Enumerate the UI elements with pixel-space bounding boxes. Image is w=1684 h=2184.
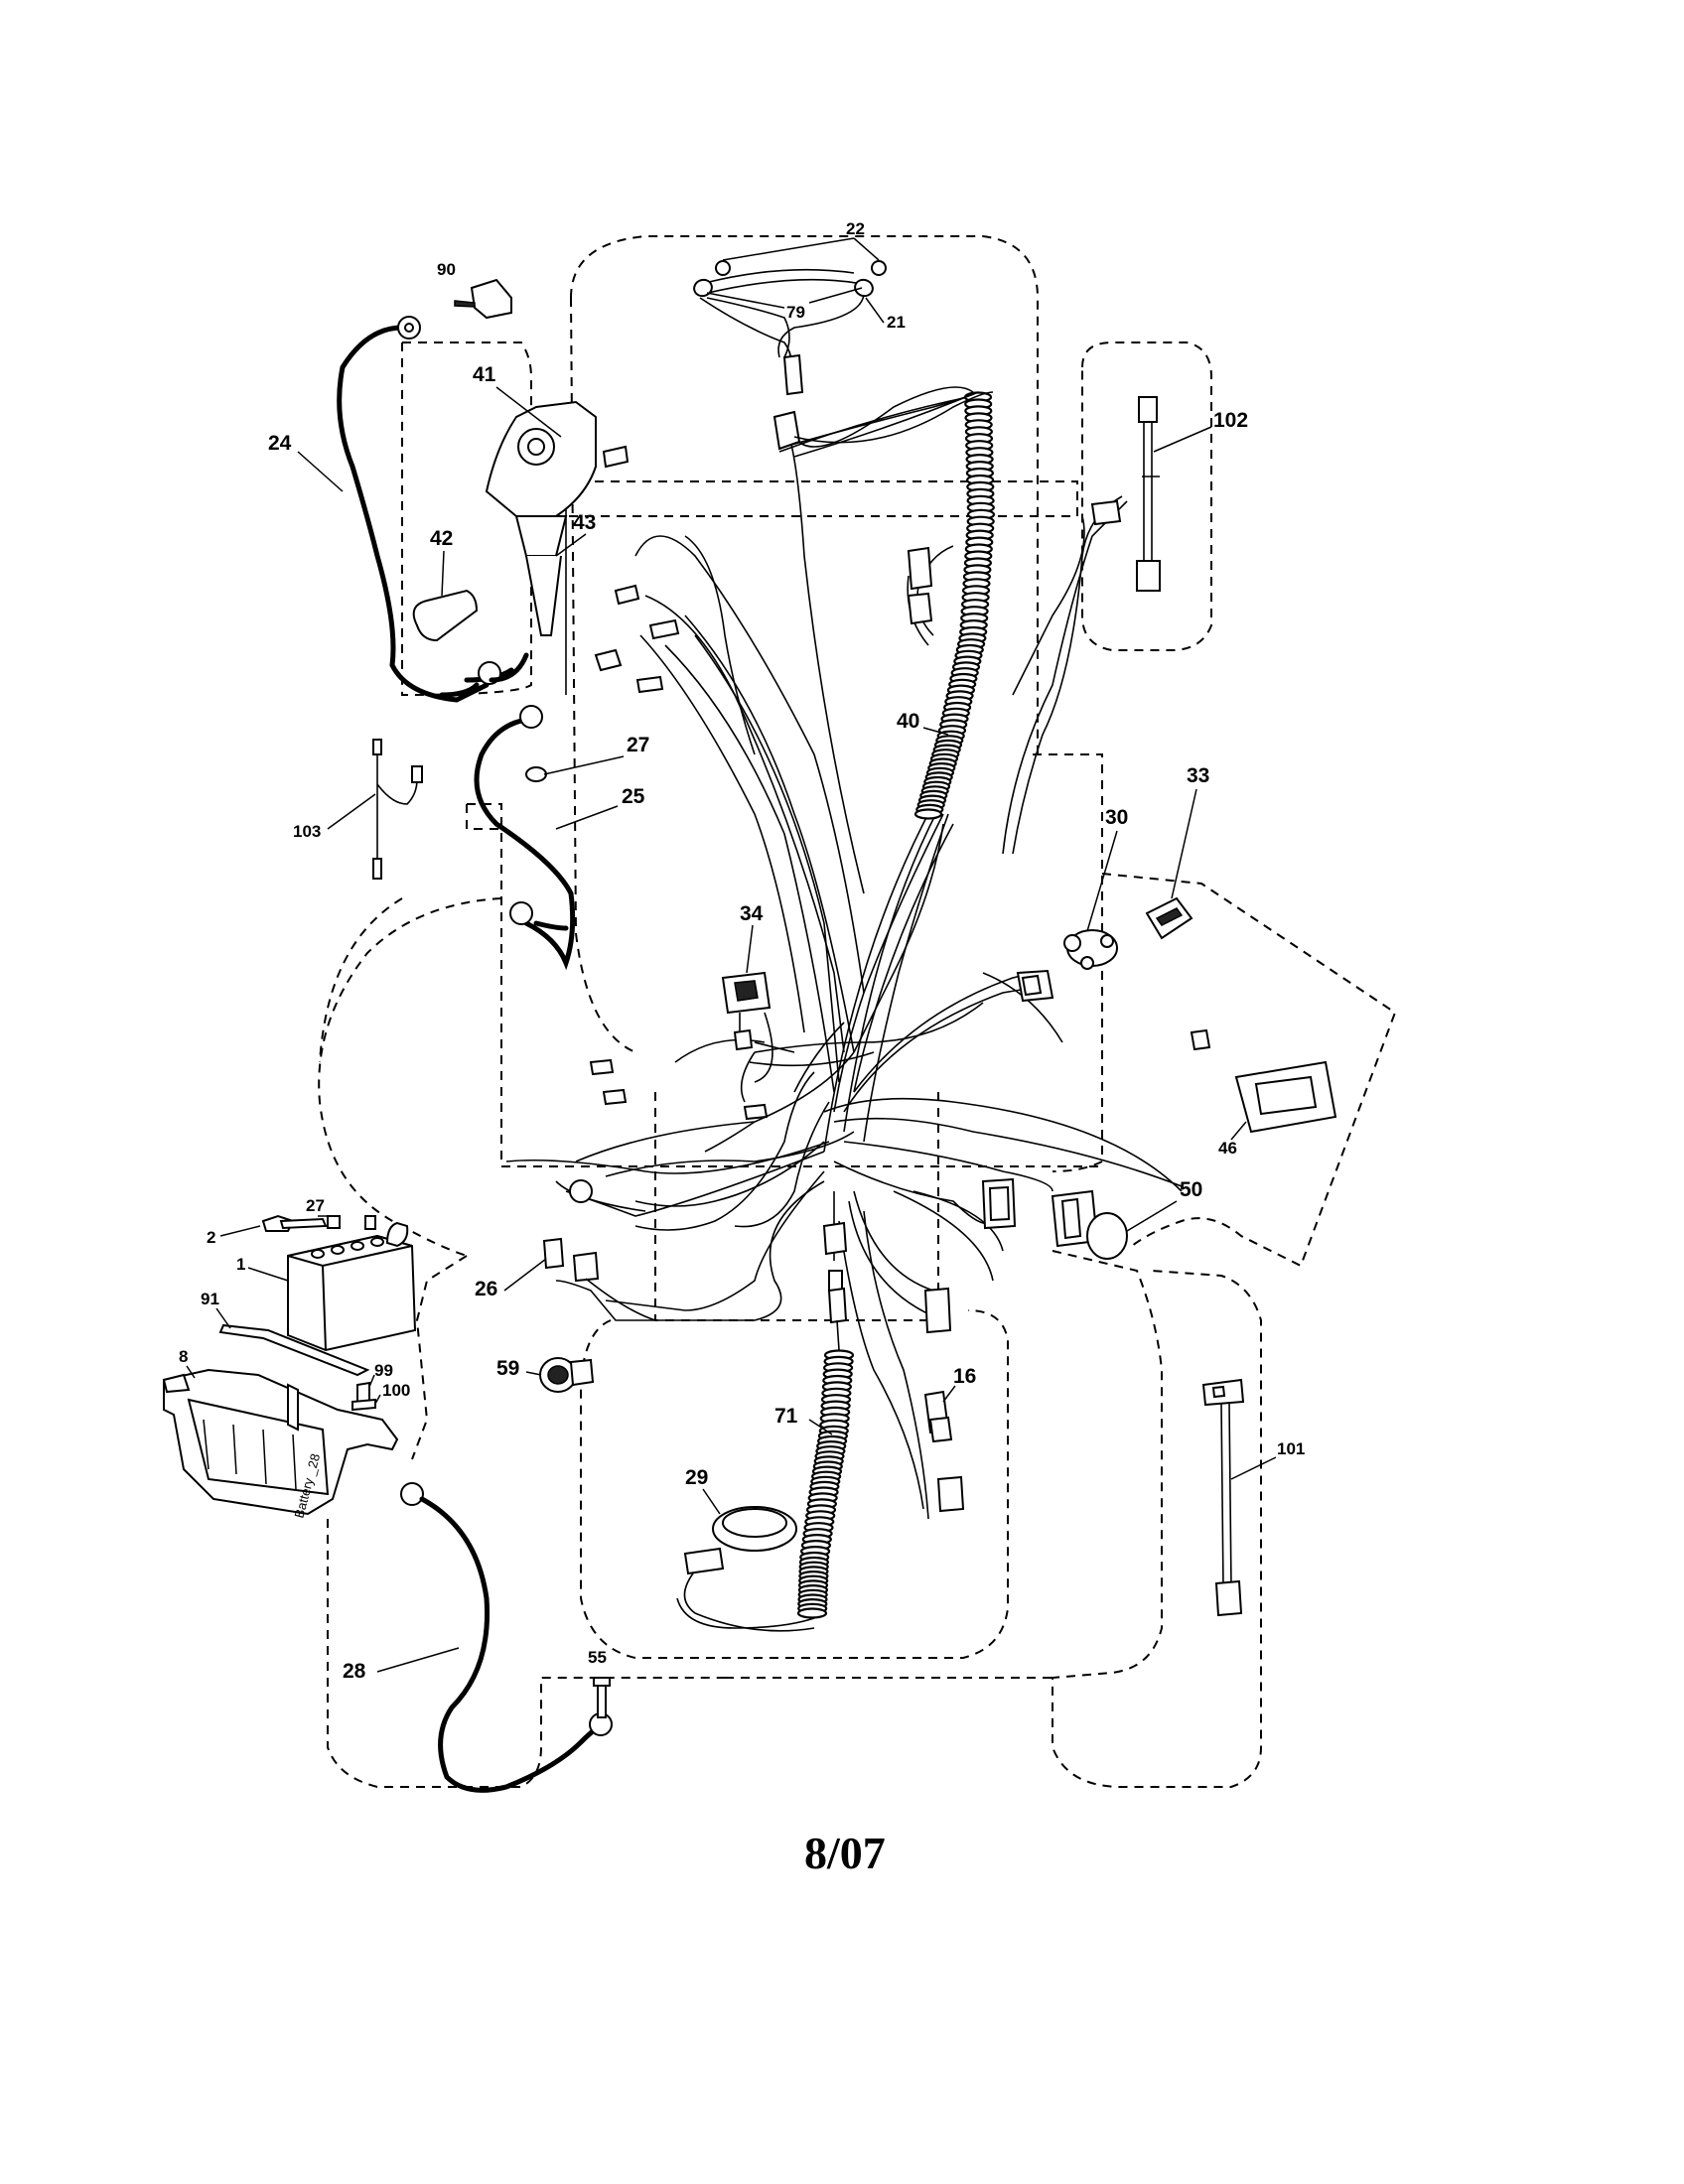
- part-33-relay: [1145, 896, 1193, 940]
- callout-25: 25: [622, 785, 645, 808]
- coil-ring: [913, 808, 943, 820]
- callout-28: 28: [343, 1660, 366, 1683]
- part-103-harness: [372, 739, 423, 880]
- part-29-seat-switch: [683, 1506, 815, 1632]
- part-90-connector: [454, 278, 512, 320]
- page-footer-date: 8/07: [804, 1828, 886, 1878]
- mid-connectors: [569, 1058, 952, 1334]
- callout-2: 2: [207, 1228, 215, 1247]
- callout-27a: 27: [627, 734, 649, 756]
- solenoid-assembly: [412, 400, 630, 698]
- callout-102: 102: [1213, 409, 1248, 432]
- callout-30: 30: [1105, 806, 1128, 829]
- part-55-bolt: [593, 1677, 611, 1718]
- battery-tray-assembly: Battery _28: [162, 1323, 399, 1520]
- callout-40: 40: [897, 710, 919, 733]
- callout-46: 46: [1218, 1139, 1237, 1158]
- part-102-harness: [1012, 396, 1161, 696]
- callout-59: 59: [496, 1357, 519, 1380]
- callout-21: 21: [887, 313, 906, 332]
- headlight-assembly: [693, 260, 994, 451]
- part-26-fuse-holder: [542, 1237, 656, 1321]
- part-101-harness: [1201, 1378, 1245, 1617]
- callout-43: 43: [573, 511, 596, 534]
- part-30-ignition-switch: [1063, 929, 1118, 970]
- callout-100: 100: [382, 1381, 410, 1400]
- callout-91: 91: [201, 1290, 219, 1308]
- part-59-socket: [539, 1357, 595, 1393]
- callout-101: 101: [1277, 1439, 1305, 1458]
- callout-24: 24: [268, 432, 292, 455]
- callout-103: 103: [293, 822, 321, 841]
- battery-cable-25: [474, 705, 576, 971]
- callout-27b: 27: [306, 1196, 325, 1215]
- callout-41: 41: [473, 363, 496, 386]
- callout-16: 16: [953, 1365, 976, 1388]
- callout-22: 22: [846, 219, 865, 238]
- part-46-switch: [1190, 1028, 1337, 1134]
- callout-33: 33: [1187, 764, 1209, 787]
- part-50-pto-switch: [981, 1177, 1128, 1260]
- battery-assembly: [261, 1214, 417, 1352]
- terminal-clips: [594, 584, 680, 694]
- callout-99: 99: [374, 1361, 393, 1380]
- battery-cable-24: [337, 316, 514, 703]
- plug-connectors: [907, 546, 933, 625]
- callout-labels: 90 22 79 21 41 24 102 42 43 40 27 25 103…: [179, 219, 1305, 1683]
- callout-55: 55: [588, 1648, 607, 1667]
- part-34-switch: [721, 971, 773, 1083]
- harness-conduit: [783, 391, 996, 820]
- callout-29: 29: [685, 1466, 708, 1489]
- callout-79: 79: [786, 303, 805, 322]
- callout-8: 8: [179, 1347, 188, 1366]
- callout-26: 26: [475, 1278, 497, 1300]
- callout-42: 42: [430, 527, 453, 550]
- callout-1: 1: [236, 1255, 245, 1274]
- part-71-coil-cord: [676, 1287, 855, 1629]
- callout-71: 71: [774, 1405, 798, 1428]
- part-16-switch: [923, 1390, 965, 1513]
- multi-plug-connector: [1016, 969, 1054, 1003]
- callout-90: 90: [437, 260, 456, 279]
- coil-ring: [796, 1607, 828, 1619]
- callout-50: 50: [1180, 1178, 1202, 1201]
- callout-34: 34: [740, 902, 764, 925]
- battery-cable-28: [400, 1482, 613, 1793]
- main-wire-harness: [505, 386, 1183, 1520]
